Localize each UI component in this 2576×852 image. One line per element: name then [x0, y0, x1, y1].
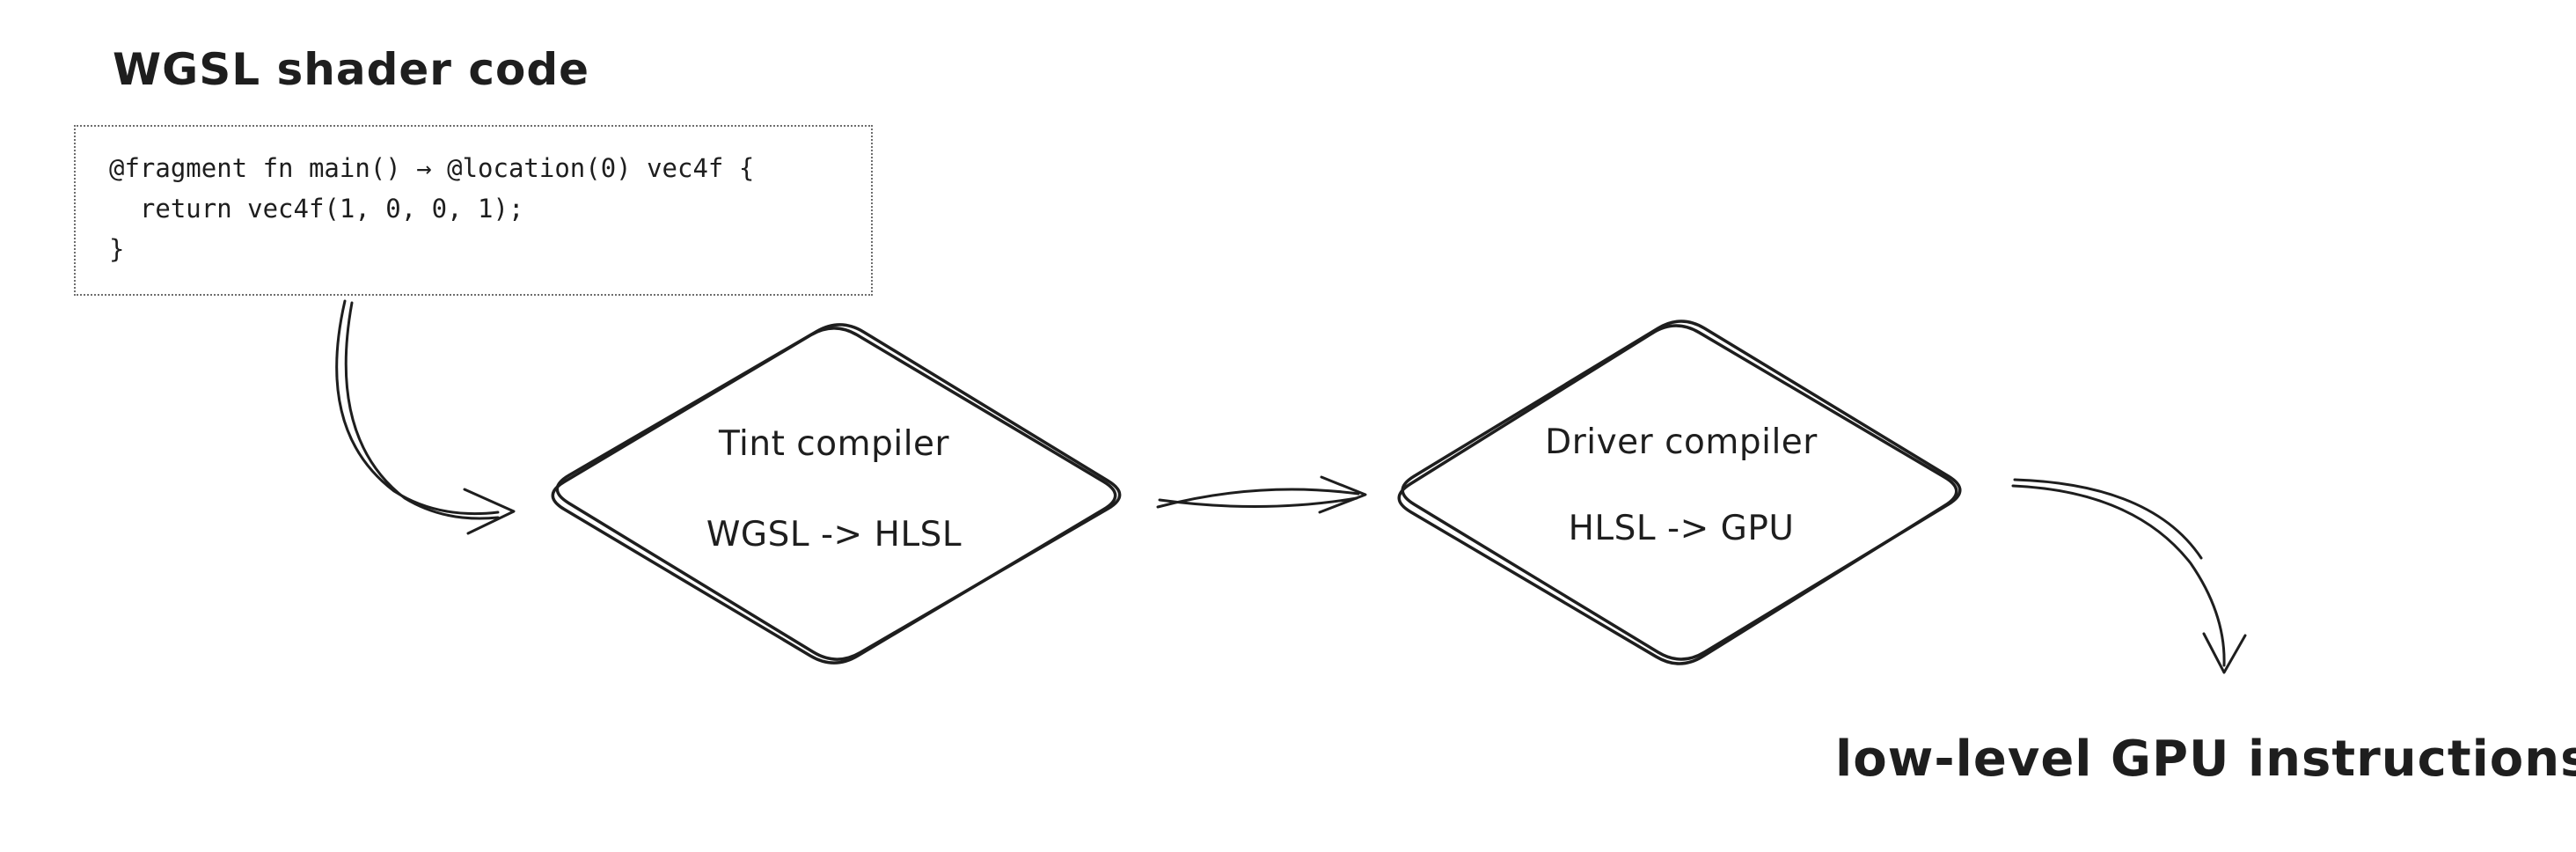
tint-compiler-sublabel: WGSL -> HLSL: [706, 515, 962, 555]
driver-compiler-sublabel: HLSL -> GPU: [1568, 509, 1795, 548]
tint-compiler-diamond: [551, 323, 1122, 665]
diagram-title: WGSL shader code: [113, 44, 590, 95]
arrow-driver-to-output-icon: [2011, 478, 2247, 674]
code-line-1: @fragment fn main() → @location(0) vec4f…: [109, 153, 755, 183]
tint-compiler-label: Tint compiler: [718, 424, 950, 464]
code-line-2: return vec4f(1, 0, 0, 1);: [109, 194, 524, 224]
arrow-code-to-tint-icon: [335, 299, 516, 535]
driver-compiler-label: Driver compiler: [1545, 422, 1818, 462]
output-label: low-level GPU instructions: [1835, 731, 2576, 788]
code-line-3: }: [109, 234, 125, 264]
arrow-tint-to-driver-icon: [1156, 475, 1367, 514]
wgsl-code-block: @fragment fn main() → @location(0) vec4f…: [74, 125, 873, 296]
driver-compiler-diamond: [1397, 320, 1962, 665]
